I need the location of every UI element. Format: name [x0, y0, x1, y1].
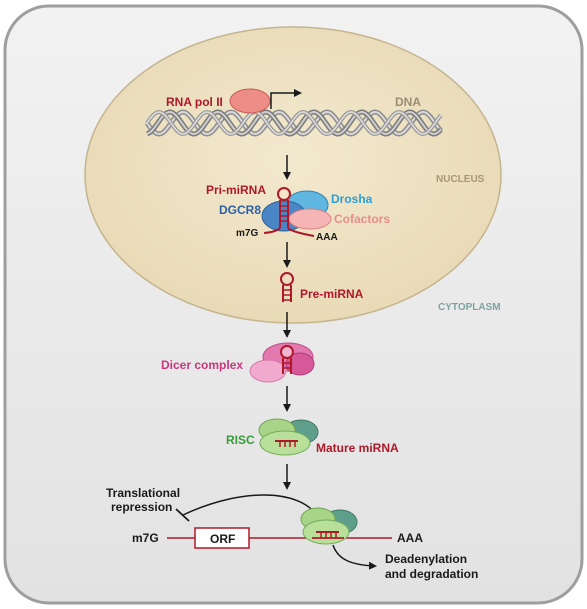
translational-repression-label-line1: Translational	[106, 486, 180, 500]
translational-repression-arc	[182, 494, 319, 518]
deadenylation-label-line1: Deadenylation	[385, 552, 467, 566]
risc-label: RISC	[226, 433, 255, 447]
translational-repression-label-line2: repression	[111, 500, 172, 514]
m7g-label-top: m7G	[236, 228, 258, 239]
aaa-label-bottom: AAA	[397, 531, 423, 545]
rna-pol-ii-icon	[229, 88, 271, 114]
m7g-label-bottom: m7G	[132, 531, 159, 545]
cofactors-label: Cofactors	[334, 212, 390, 226]
dna-strand	[146, 111, 442, 135]
nucleus-label: NUCLEUS	[436, 174, 485, 185]
orf-label: ORF	[210, 532, 235, 546]
nucleus	[84, 26, 502, 324]
dna-label: DNA	[395, 95, 421, 109]
pre-mirna-label: Pre-miRNA	[300, 287, 364, 301]
drosha-label: Drosha	[331, 192, 373, 206]
dna-helix	[144, 109, 443, 137]
pre-mirna-hairpin-icon	[280, 272, 294, 302]
orf-box	[194, 527, 250, 549]
dgcr8-label: DGCR8	[219, 203, 261, 217]
risc-complex-icon	[258, 418, 319, 456]
cytoplasm-label: CYTOPLASM	[438, 302, 501, 313]
cofactors-icon	[288, 208, 332, 230]
risc-on-mrna-icon	[300, 507, 358, 545]
dna-strand	[146, 111, 442, 135]
deadenylation-arrow	[332, 544, 377, 570]
aaa-label-top: AAA	[316, 232, 338, 243]
deadenylation-label-line2: and degradation	[385, 567, 478, 581]
pri-mirna-label: Pri-miRNA	[206, 183, 266, 197]
mature-mirna-label: Mature miRNA	[316, 441, 399, 455]
transcription-start-arrow	[270, 89, 302, 109]
rna-pol-ii-label: RNA pol II	[166, 95, 223, 109]
microprocessor-complex	[261, 187, 332, 237]
dicer-complex-icon	[249, 342, 315, 383]
dicer-complex-label: Dicer complex	[161, 358, 243, 372]
